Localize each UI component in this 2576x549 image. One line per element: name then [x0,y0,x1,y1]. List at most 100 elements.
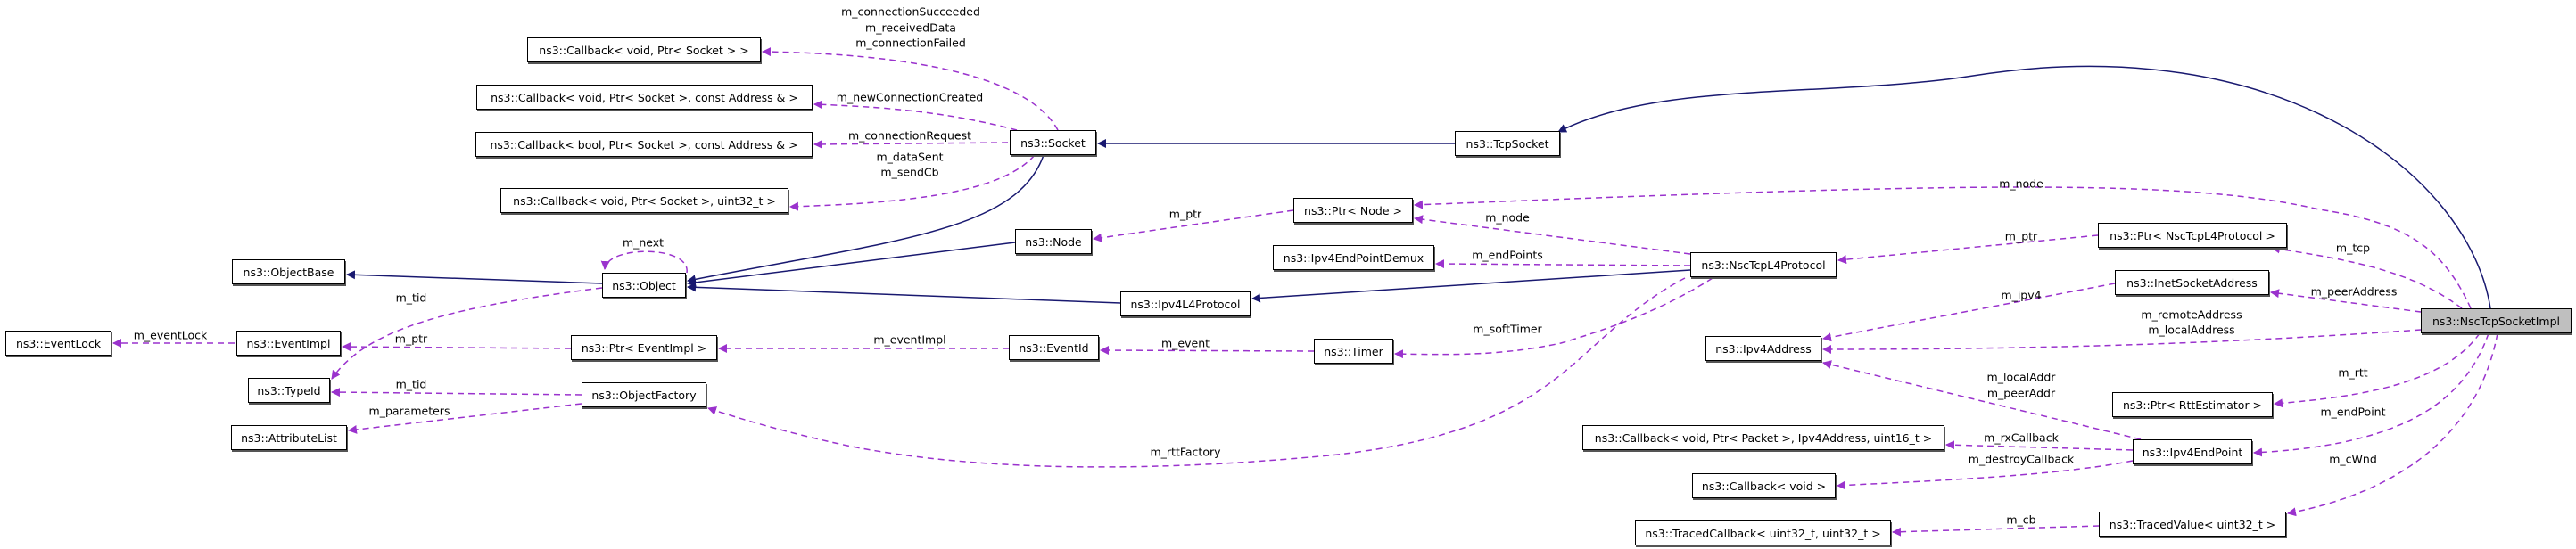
edge-socket-cb1 [762,47,1059,131]
edge-nscl4-objectfactory [707,277,1686,468]
class-node-ptr-event-impl[interactable]: ns3::Ptr< EventImpl > [571,335,717,360]
edge-object-objectbase [346,270,603,284]
edge-ipv4l4-object [687,283,1121,304]
edge-inet-ipv4address [1822,283,2116,342]
edge-label: m_ptr [2004,229,2038,243]
edge-label: m_parameters [368,404,450,418]
edge-label: m_ptr [1168,207,1202,221]
edge-nscsocket-tracedvalue [2287,332,2498,517]
edge-nscsocket-rtt [2274,332,2481,408]
edge-objectfactory-typeid [331,388,582,397]
edge-label: m_event [1160,336,1210,350]
edge-nscsocket-ipv4address [1822,329,2422,354]
edge-label: m_sendCb [880,165,939,179]
edge-label: m_connectionFailed [855,36,966,50]
edge-label: m_endPoints [1472,248,1543,262]
class-node-socket[interactable]: ns3::Socket [1010,130,1096,155]
edge-label: m_endPoint [2320,405,2386,419]
edge-nscsocket-ptrnscl4 [2271,244,2463,309]
edge-node-object [687,242,1016,287]
class-node-ptr-node[interactable]: ns3::Ptr< Node > [1293,198,1413,223]
edge-label: m_localAddress [2148,323,2235,337]
class-node-object-base[interactable]: ns3::ObjectBase [232,259,345,284]
edge-label: m_ptr [394,332,428,346]
edge-label: m_rxCallback [1984,430,2059,445]
edge-label: m_localAddr [1986,370,2056,384]
edge-label: m_eventImpl [873,332,946,347]
edge-timer-eventid [1100,346,1315,356]
class-node-tcp-socket[interactable]: ns3::TcpSocket [1455,131,1560,156]
edge-label: m_node [1999,176,2043,191]
edge-label: m_next [622,235,665,250]
edge-object-typeid [331,287,603,380]
class-node-attribute-list[interactable]: ns3::AttributeList [231,425,347,450]
edge-endpoint-cbpacket [1945,440,2134,451]
class-node-timer[interactable]: ns3::Timer [1314,339,1393,364]
edge-label: m_cb [2006,512,2036,527]
edge-label: m_connectionSucceeded [841,4,980,19]
class-node-object-factory[interactable]: ns3::ObjectFactory [582,382,706,407]
edge-nscsocket-inet [2270,289,2422,313]
class-node-traced-callback[interactable]: ns3::TracedCallback< uint32_t, uint32_t … [1635,520,1891,545]
class-node-type-id[interactable]: ns3::TypeId [248,378,330,403]
edge-label: m_tid [395,377,427,391]
edge-objectfactory-attributelist [348,403,582,434]
edge-label: m_peerAddr [1986,386,2056,400]
class-node-ptr-rtt-estimator[interactable]: ns3::Ptr< RttEstimator > [2112,392,2273,417]
class-node-ipv4-endpoint[interactable]: ns3::Ipv4EndPoint [2133,439,2252,464]
edge-socket-object [687,154,1044,284]
class-node-callback-void[interactable]: ns3::Callback< void > [1692,473,1836,498]
class-node-ipv4-l4-protocol[interactable]: ns3::Ipv4L4Protocol [1120,291,1251,316]
edge-label: m_cWnd [2329,452,2377,466]
edge-nscsocket-ptrnode [1414,186,2472,309]
edge-label: m_peerAddress [2310,284,2398,299]
class-node-callback-packet[interactable]: ns3::Callback< void, Ptr< Packet >, Ipv4… [1582,425,1944,450]
edge-nscsocket-endpoint [2253,332,2489,457]
edge-nscl4-ptrnode [1414,215,1691,255]
edge-socket-cb2 [813,100,1018,131]
class-node-nsc-tcp-l4-protocol[interactable]: ns3::NscTcpL4Protocol [1690,252,1837,277]
class-node-callback-socket-address[interactable]: ns3::Callback< void, Ptr< Socket >, cons… [476,85,813,110]
class-node-traced-value[interactable]: ns3::TracedValue< uint32_t > [2099,512,2286,537]
edge-label: m_softTimer [1473,322,1542,336]
edge-label: m_rtt [2338,365,2368,380]
edge-label: m_dataSent [876,150,944,164]
class-node-event-id[interactable]: ns3::EventId [1009,335,1099,360]
edge-label: m_ipv4 [2001,288,2042,302]
edge-tracedvalue-tracedcallback [1892,525,2100,537]
edge-label: m_remoteAddress [2141,307,2242,322]
edge-nscl4-ipv4l4 [1251,269,1691,303]
edge-socket-cb4 [789,154,1036,211]
class-node-inet-socket-address[interactable]: ns3::InetSocketAddress [2115,270,2269,295]
edge-label: m_newConnectionCreated [836,90,984,104]
class-node-callback-bool-socket-address[interactable]: ns3::Callback< bool, Ptr< Socket >, cons… [475,132,813,157]
edge-object-self [600,250,688,274]
edge-nscl4-timer [1394,277,1713,359]
edge-label: m_tcp [2335,241,2371,255]
edge-socket-cb3 [813,139,1009,149]
edge-label: m_receivedData [865,20,956,35]
edge-ptreventimpl-eventimpl [342,342,572,352]
class-node-ipv4-endpoint-demux[interactable]: ns3::Ipv4EndPointDemux [1273,245,1434,270]
edge-label: m_destroyCallback [1968,452,2075,466]
class-node-event-lock[interactable]: ns3::EventLock [5,331,111,356]
edge-endpoint-ipv4address [1822,360,2142,440]
class-node-callback-socket[interactable]: ns3::Callback< void, Ptr< Socket > > [527,37,761,62]
class-node-object[interactable]: ns3::Object [602,273,686,298]
edge-label: m_node [1485,210,1530,225]
class-node-ptr-nsc-tcp-l4-protocol[interactable]: ns3::Ptr< NscTcpL4Protocol > [2098,223,2287,248]
edge-label: m_rttFactory [1150,445,1221,459]
edge-endpoint-cbvoid [1837,460,2134,490]
class-node-ipv4-address[interactable]: ns3::Ipv4Address [1705,336,1821,361]
edge-ptrnode-node [1093,209,1294,242]
class-node-event-impl[interactable]: ns3::EventImpl [236,331,341,356]
edge-label: m_tid [395,291,427,305]
edge-nscl4-demux [1435,259,1691,269]
edge-label: m_eventLock [133,328,208,342]
edge-label: m_connectionRequest [847,128,972,143]
class-node-node[interactable]: ns3::Node [1015,229,1092,254]
edge-ptrnscl4-nscl4 [1837,234,2099,265]
class-node-callback-socket-uint32[interactable]: ns3::Callback< void, Ptr< Socket >, uint… [500,188,788,213]
class-node-nsc-tcp-socket-impl[interactable]: ns3::NscTcpSocketImpl [2421,308,2572,333]
